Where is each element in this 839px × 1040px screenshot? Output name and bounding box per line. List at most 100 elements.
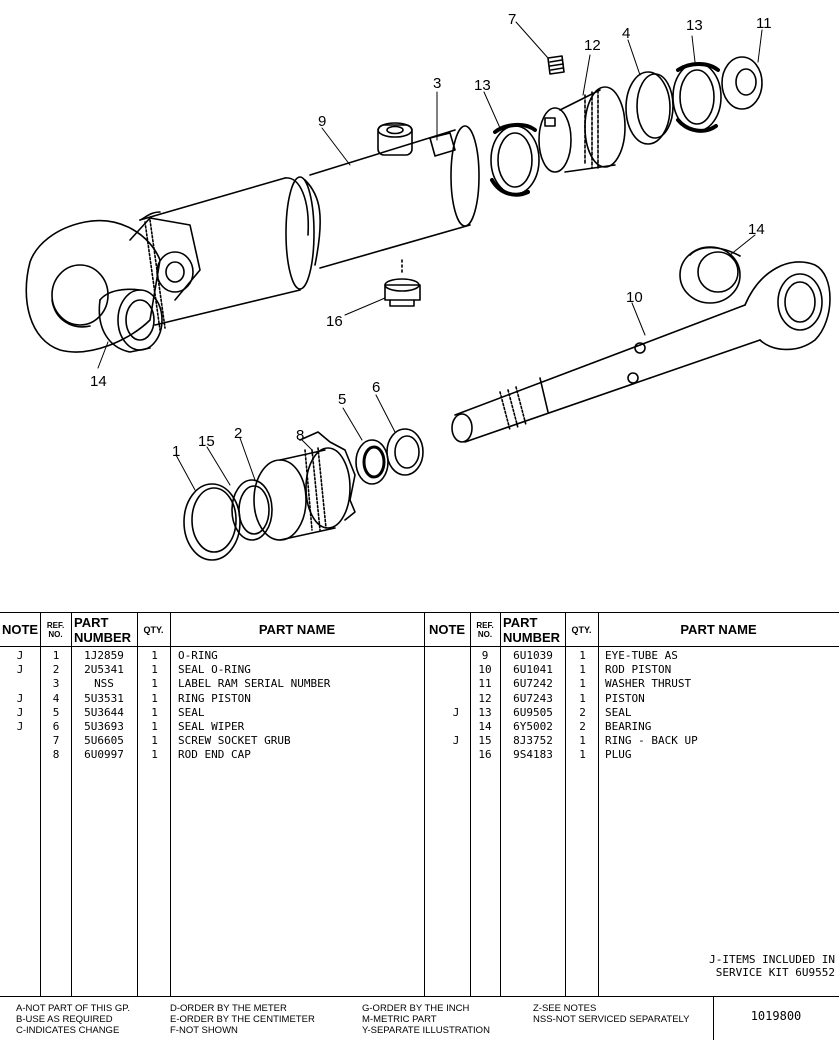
- part-number-cell: 5U3693: [84, 719, 124, 733]
- part-name-cell: SEAL O-RING: [178, 663, 251, 677]
- callout-4: 4: [622, 25, 630, 42]
- rod-end-cap: [253, 431, 356, 541]
- callout-2: 2: [234, 425, 242, 442]
- part-name-cell: SEAL WIPER: [178, 719, 245, 733]
- legend-item: E-ORDER BY THE CENTIMETER: [170, 1014, 315, 1025]
- header-ref-no: REF. NO.: [40, 613, 71, 646]
- column-rule: [470, 613, 471, 996]
- ref-cell: 8: [52, 748, 60, 762]
- part-number-cell: 6U7243: [513, 691, 553, 705]
- ref-cell: 9: [481, 649, 489, 662]
- callout-13-left: 13: [474, 77, 491, 94]
- header-part-name-right: PART NAME: [680, 622, 757, 637]
- qty-cell: 1: [579, 649, 586, 662]
- header-ref-line2: NO.: [48, 629, 63, 639]
- seal-left: [490, 123, 540, 197]
- legend-column-1: A-NOT PART OF THIS GP. B-USE AS REQUIRED…: [16, 1003, 130, 1036]
- part-name-cell: LABEL RAM SERIAL NUMBER: [178, 677, 331, 691]
- kit-note-line1: J-ITEMS INCLUDED IN: [709, 953, 835, 966]
- ref-cell: 15: [478, 734, 492, 748]
- part-number-cell: 5U3531: [84, 691, 124, 705]
- part-name-cell: EYE-TUBE AS: [605, 649, 678, 662]
- ref-cell: 2: [52, 663, 60, 677]
- legend-item: Y-SEPARATE ILLUSTRATION: [362, 1025, 490, 1036]
- part-number-cell: 8J3752: [513, 734, 553, 748]
- header-rule: [0, 646, 839, 647]
- legend-footer: A-NOT PART OF THIS GP. B-USE AS REQUIRED…: [0, 996, 839, 1040]
- legend-item: NSS-NOT SERVICED SEPARATELY: [533, 1014, 690, 1025]
- part-name-cell: BEARING: [605, 719, 652, 733]
- header-part-name: PART NAME: [258, 622, 336, 637]
- ref-cell: 1: [52, 649, 60, 662]
- column-rule: [40, 613, 41, 996]
- ref-cell: 3: [52, 677, 60, 691]
- qty-cell: 1: [151, 748, 158, 762]
- header-pn-line1-right: PART: [503, 614, 538, 630]
- part-name-cell: SCREW SOCKET GRUB: [178, 734, 291, 748]
- column-rule: [424, 613, 425, 996]
- part-number-cell: 6U0997: [84, 748, 124, 762]
- callout-8: 8: [296, 427, 304, 444]
- callout-9: 9: [318, 113, 326, 130]
- part-number-cell: 6U1041: [513, 663, 553, 677]
- header-ref-line2-right: NO.: [477, 629, 493, 639]
- column-rule: [137, 613, 138, 996]
- callout-labels: 1 2 3 4 5 6 7 8 9 10 11 12 13 13 14 14 1…: [90, 11, 772, 460]
- part-number-cell: 5U6605: [84, 734, 124, 748]
- ref-cell: 5: [52, 705, 60, 719]
- qty-cell: 1: [151, 705, 158, 719]
- bearing-right: [679, 246, 741, 304]
- wiper-seal: [386, 428, 424, 476]
- ref-cell: 10: [478, 663, 492, 677]
- part-name-cell: O-RING: [178, 649, 218, 662]
- exploded-view-drawing: 1 2 3 4 5 6 7 8 9 10 11 12 13 13 14 14 1…: [25, 11, 831, 561]
- callout-15: 15: [198, 433, 215, 450]
- legend-item: A-NOT PART OF THIS GP.: [16, 1003, 131, 1014]
- part-number-cell: 6U7242: [513, 677, 553, 691]
- header-note: NOTE: [1, 622, 39, 637]
- legend-item: D-ORDER BY THE METER: [170, 1003, 287, 1014]
- legend-column-4: Z-SEE NOTES NSS-NOT SERVICED SEPARATELY: [533, 1003, 689, 1025]
- qty-cell: 1: [579, 748, 586, 762]
- note-cell: J: [16, 719, 24, 733]
- back-up-ring: [231, 479, 273, 541]
- kit-note-line2: SERVICE KIT 6U9552: [715, 966, 835, 979]
- column-rule: [598, 613, 599, 996]
- column-rule: [500, 613, 501, 996]
- part-number-cell: 6Y5002: [513, 719, 553, 733]
- callout-3: 3: [433, 75, 441, 92]
- callout-12: 12: [584, 37, 601, 54]
- note-cell: J: [16, 649, 24, 662]
- qty-cell: 1: [151, 734, 158, 748]
- column-rule: [565, 613, 566, 996]
- callout-14-left: 14: [90, 373, 107, 390]
- part-number-cell: 2U5341: [84, 663, 124, 677]
- part-number-cell: 1J2859: [84, 649, 124, 662]
- header-note-right: NOTE: [428, 622, 466, 637]
- qty-cell: 1: [579, 663, 586, 677]
- part-name-cell: RING - BACK UP: [605, 734, 698, 748]
- header-pn-line2: NUMBER: [74, 629, 132, 645]
- note-cell: J: [16, 705, 24, 719]
- ref-cell: 16: [478, 748, 492, 762]
- ref-cell: 11: [478, 677, 492, 691]
- callout-6: 6: [372, 379, 380, 396]
- part-name-cell: ROD END CAP: [178, 748, 251, 762]
- eye-tube-assembly: [25, 122, 480, 353]
- part-number-cell: 9S4183: [513, 748, 553, 762]
- table-row: 8 6U0997 1 ROD END CAP: [0, 748, 418, 762]
- screw: [547, 55, 565, 75]
- qty-cell: 1: [579, 691, 586, 705]
- rod-seal: [355, 439, 389, 485]
- note-cell: J: [452, 705, 460, 719]
